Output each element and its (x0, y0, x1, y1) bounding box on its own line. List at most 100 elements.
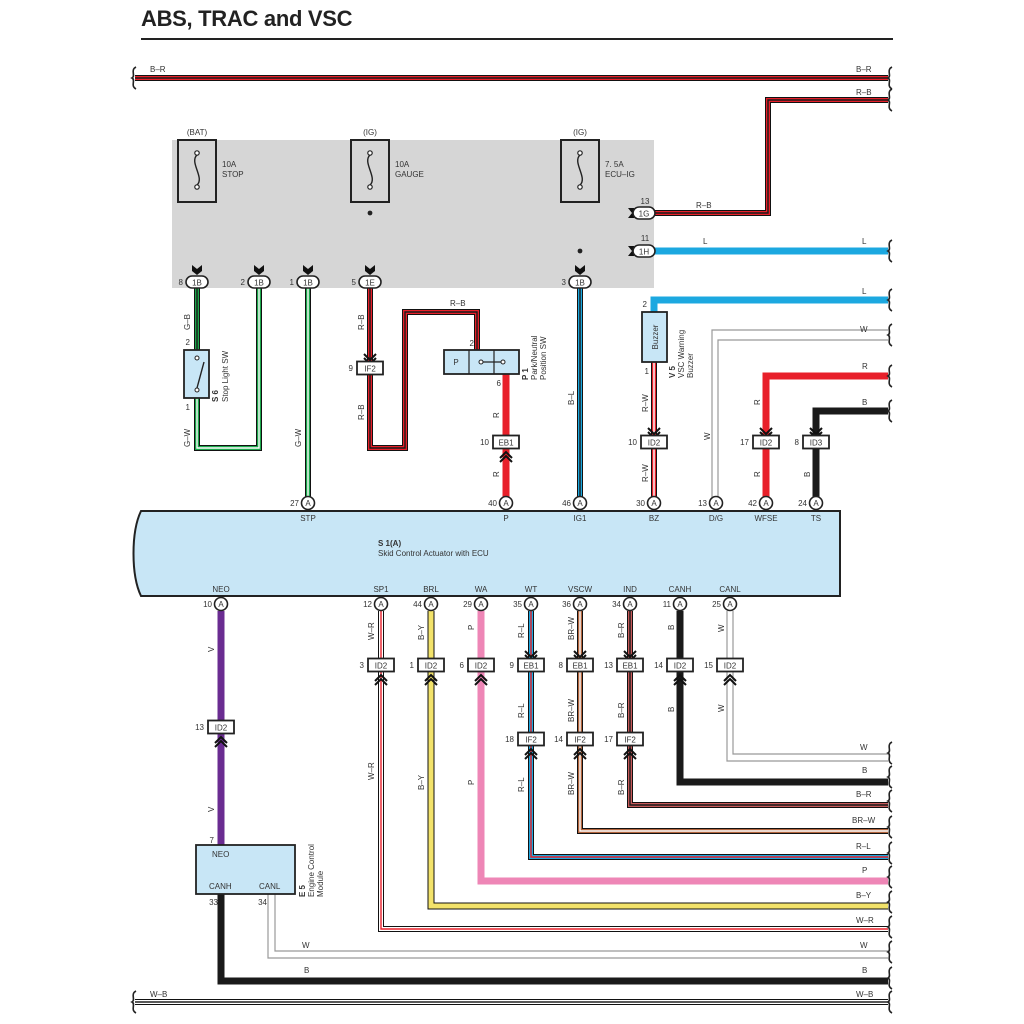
component-id: P 1 (521, 368, 530, 380)
wire-label: G–W (183, 428, 192, 447)
wire-rb-1g-stripe (652, 99, 888, 214)
component-id: E 5 (298, 884, 307, 897)
inline-connector-id: IF2 (574, 736, 586, 745)
chevron-up-icon (374, 673, 388, 686)
wire-brw-vscw (577, 611, 888, 834)
junction-connector-id: 1B (192, 279, 202, 288)
wire-break-brace-icon (886, 990, 893, 1014)
wire-label: W (860, 743, 868, 752)
pin-number: 12 (363, 600, 372, 609)
chevron-up-icon (673, 673, 687, 686)
ecu-pin-name: WT (525, 585, 538, 594)
wire-label: W–R (367, 622, 376, 640)
pin-number: 30 (636, 499, 645, 508)
pin-number: 34 (612, 600, 621, 609)
pin-number: 13 (641, 197, 650, 206)
wire-label: P (862, 866, 867, 875)
wire-wr-sp1-stripe (380, 611, 888, 930)
pin-number: 17 (740, 438, 749, 447)
pin-number: 10 (628, 438, 637, 447)
wire-w-dg (717, 339, 888, 500)
chevron-up-icon (474, 673, 488, 686)
inline-connector (517, 657, 545, 673)
inline-connector-id: ID2 (760, 439, 773, 448)
fuse-name: ECU–IG (605, 170, 635, 179)
junction-connector-id: 1B (254, 279, 264, 288)
wire-label: B–L (567, 390, 576, 405)
wire-label: B (862, 966, 867, 975)
wire-label: R (862, 362, 868, 371)
wire-label: R–L (517, 623, 526, 638)
wire-label: R–B (450, 299, 466, 308)
chevron-up-icon (524, 747, 538, 760)
fuse-name: STOP (222, 170, 244, 179)
fuse-box-2 (560, 139, 600, 203)
pin-number: 42 (748, 499, 757, 508)
connector-letter: A (727, 600, 733, 609)
junction-connector-id: 1B (575, 279, 585, 288)
wire-label: BR–W (852, 816, 876, 825)
chevron-up-icon (573, 747, 587, 760)
wire-break-brace-icon (886, 364, 893, 388)
ecu-bottom-pin (672, 596, 688, 612)
skid-control-ecu (132, 510, 841, 597)
buzzer-label: Buzzer (651, 324, 660, 349)
junction-connector (632, 244, 656, 258)
wire-label: W (302, 941, 310, 950)
pin-number: 3 (562, 278, 567, 287)
inline-connector-id: ID2 (674, 662, 687, 671)
pin-number: 2 (241, 278, 246, 287)
page-title: ABS, TRAC and VSC (141, 6, 353, 31)
wire-br-ind-stripe (629, 611, 888, 806)
pin-number: 10 (480, 438, 489, 447)
inline-connector-id: IF2 (624, 736, 636, 745)
fuse-icon (194, 154, 200, 186)
inline-connector-id: ID2 (425, 662, 438, 671)
wire-break-brace-icon (886, 865, 893, 889)
fuse-source: (IG) (363, 128, 377, 137)
component-name: Engine Control (307, 844, 316, 897)
inline-connector (716, 657, 744, 673)
pin-number: 9 (510, 661, 515, 670)
ecu-top-pin (498, 495, 514, 511)
connector-letter: A (677, 600, 683, 609)
junction-connector (296, 275, 320, 289)
pin-number: 11 (663, 600, 672, 609)
fuse-terminal (194, 184, 200, 190)
wire-label: L (862, 287, 867, 296)
wire-label: R (753, 399, 762, 405)
fuse-box-1 (350, 139, 390, 203)
wire-label: B–R (617, 779, 626, 795)
wire-label: P (467, 780, 476, 785)
wire-brw-vscw-fill (578, 611, 888, 833)
wire-label: R–L (856, 842, 871, 851)
wire-l-buzzer (650, 296, 888, 312)
pin-number: 35 (513, 600, 522, 609)
inline-connector-id: IF2 (364, 365, 376, 374)
junction-connector (568, 275, 592, 289)
wire-label: W (860, 325, 868, 334)
pin-number: 27 (290, 499, 299, 508)
connector-letter: A (627, 600, 633, 609)
wire-gw-loop-stripe (196, 288, 260, 449)
chevron-up-icon (623, 747, 637, 760)
wire-label: L (862, 237, 867, 246)
wire-break-brace-icon (886, 765, 893, 789)
chevron-up-icon (214, 735, 228, 748)
component-name: Position SW (539, 336, 548, 380)
ecu-bottom-pin (523, 596, 539, 612)
inline-connector (517, 731, 545, 747)
wire-b-ts (812, 407, 888, 500)
connector-letter: A (577, 600, 583, 609)
chevron-up-icon (499, 450, 513, 463)
ecu-bottom-pin (572, 596, 588, 612)
inline-connector (616, 731, 644, 747)
inline-connector (666, 657, 694, 673)
fuse-terminal (577, 150, 583, 156)
pin-number: 29 (463, 600, 472, 609)
ecu-pin-name: P (503, 514, 508, 523)
ecu-top-pin (300, 495, 316, 511)
wire-label: W (717, 624, 726, 632)
